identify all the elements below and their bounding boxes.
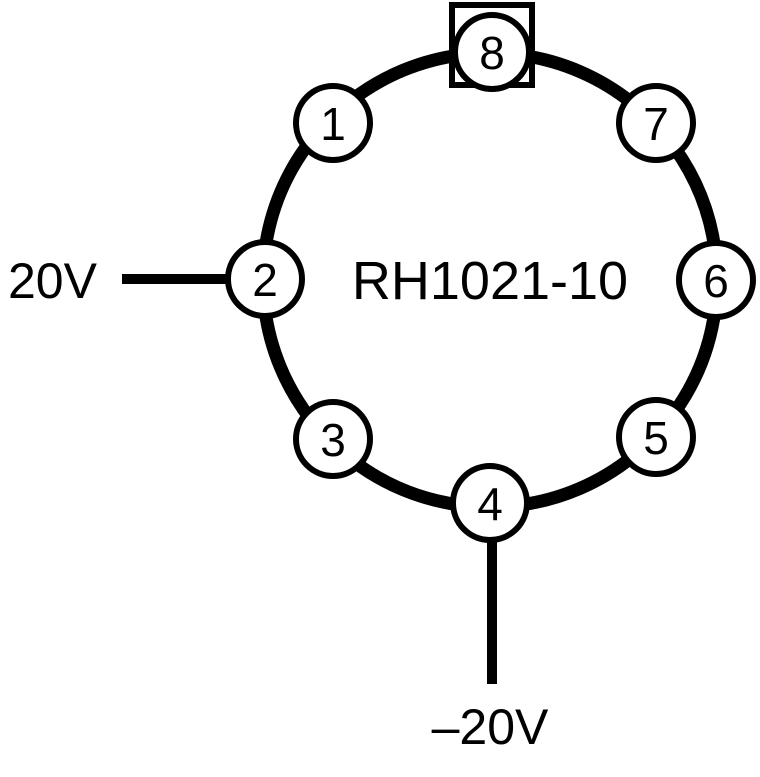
pin-circle-5[interactable] <box>616 397 696 477</box>
pin-3[interactable]: 3 <box>293 399 373 479</box>
pin-circle-3[interactable] <box>293 399 373 479</box>
pin-circle-2[interactable] <box>225 239 305 319</box>
pin-1[interactable]: 1 <box>293 83 373 163</box>
pin-number-label-2: 2 <box>252 254 278 306</box>
ring-arc-segment <box>349 456 461 512</box>
pin-number-label-1: 1 <box>320 98 346 150</box>
pin-number-label-5: 5 <box>643 412 669 464</box>
pin-6[interactable]: 6 <box>676 240 756 320</box>
ring-arc-segment <box>348 48 463 105</box>
pin-number-label-7: 7 <box>643 98 669 150</box>
pin-4[interactable]: 4 <box>450 463 530 543</box>
pin-circle-1[interactable] <box>293 83 373 163</box>
supply-label-negative-supply: –20V <box>432 699 549 755</box>
ring-arc-segment <box>258 308 316 423</box>
supply-labels: 20V –20V <box>8 253 549 755</box>
supply-label-positive-supply: 20V <box>8 253 98 309</box>
pin-circle-4[interactable] <box>450 463 530 543</box>
pin-5[interactable]: 5 <box>616 397 696 477</box>
ring-arc-segment <box>668 309 722 417</box>
pin-number-label-6: 6 <box>703 255 729 307</box>
pin-7[interactable]: 7 <box>616 83 696 163</box>
pin-circle-6[interactable] <box>676 240 756 320</box>
ring-arc-segment <box>521 48 637 109</box>
ring-arc-segment <box>258 138 315 250</box>
pin-circle-7[interactable] <box>616 83 696 163</box>
ring-arc-segment <box>668 143 722 251</box>
pin-8[interactable]: 8 <box>452 12 532 92</box>
pin-number-label-3: 3 <box>320 414 346 466</box>
pin-ring-arcs <box>258 48 722 512</box>
pin-number-label-8: 8 <box>479 27 505 79</box>
supply-wires <box>122 274 497 684</box>
pin-circle-8[interactable] <box>452 12 532 92</box>
pin-circles: 1 2 3 4 5 6 7 8 <box>225 12 756 543</box>
part-number-label: RH1021-10 <box>352 251 628 311</box>
pin-2[interactable]: 2 <box>225 239 305 319</box>
pin-number-label-4: 4 <box>477 478 503 530</box>
ring-arc-segment <box>519 451 637 512</box>
